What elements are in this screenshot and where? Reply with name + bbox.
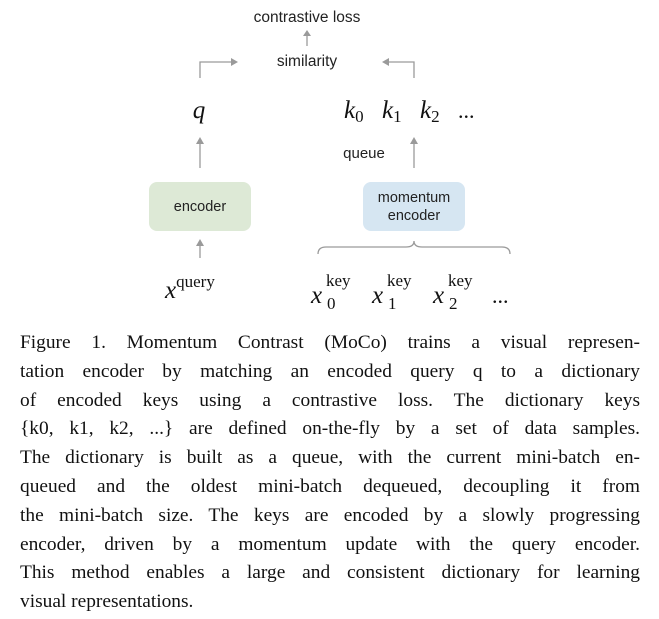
key-2: k (420, 97, 432, 124)
contrastive-loss-label: contrastive loss (254, 9, 361, 26)
keys-ellipsis: ... (458, 98, 475, 123)
queue-label: queue (343, 145, 385, 162)
svg-text:key: key (448, 271, 473, 290)
svg-text:1: 1 (388, 294, 397, 313)
svg-text:0: 0 (327, 294, 336, 313)
encoder-label: encoder (174, 199, 227, 215)
key-1: k (382, 97, 394, 124)
arrow-to-loss (303, 30, 311, 46)
moco-diagram: contrastive loss similarity q k0 k1 k2 .… (149, 9, 511, 313)
svg-text:k2: k2 (420, 97, 440, 126)
key-symbols: k0 k1 k2 ... (344, 97, 475, 126)
encoder-box: encoder (149, 182, 251, 231)
svg-text:key: key (326, 271, 351, 290)
svg-text:k0: k0 (344, 97, 364, 126)
momentum-encoder-box: momentum encoder (363, 182, 465, 231)
svg-text:2: 2 (449, 294, 458, 313)
caption-line: encoder, driven by a momentum update wit… (20, 533, 640, 555)
arrow-encoder-to-q (196, 137, 204, 168)
momentum-encoder-label-line1: momentum (378, 190, 451, 206)
caption-line: This method enables a large and consiste… (20, 562, 640, 584)
caption-line: Figure 1. Momentum Contrast (MoCo) train… (20, 332, 640, 353)
x-keys-ellipsis: ... (492, 283, 509, 308)
arrow-xquery-to-encoder (196, 239, 204, 258)
x-key-1: x (371, 282, 383, 309)
caption-line: visual representations. (20, 591, 194, 613)
x-key-2: x (432, 282, 444, 309)
caption-line: the mini-batch size. The keys are encode… (20, 504, 640, 526)
arrow-q-to-similarity (199, 58, 238, 78)
caption-line: The dictionary is built as a queue, with… (20, 447, 640, 469)
similarity-label: similarity (277, 53, 338, 70)
x-keys: x key 0 x key 1 x key 2 ... (310, 271, 509, 313)
keys-brace (317, 240, 511, 255)
svg-text:key: key (387, 271, 412, 290)
arrow-momentum-to-queue (410, 137, 418, 168)
caption-line: {k0, k1, k2, ...} are defined on-the-fly… (20, 418, 640, 440)
figure-caption: Figure 1. Momentum Contrast (MoCo) train… (20, 329, 640, 617)
q-symbol: q (193, 97, 206, 124)
caption-line: queued and the oldest mini-batch dequeue… (20, 475, 640, 497)
x-query: xquery (164, 272, 215, 304)
x-key-0: x (310, 282, 322, 309)
key-0: k (344, 97, 356, 124)
svg-text:k1: k1 (382, 97, 402, 126)
momentum-encoder-label-line2: encoder (388, 208, 441, 224)
arrow-keys-to-similarity (382, 58, 415, 78)
caption-line: tation encoder by matching an encoded qu… (20, 360, 640, 382)
caption-line: of encoded keys using a contrastive loss… (20, 389, 640, 411)
